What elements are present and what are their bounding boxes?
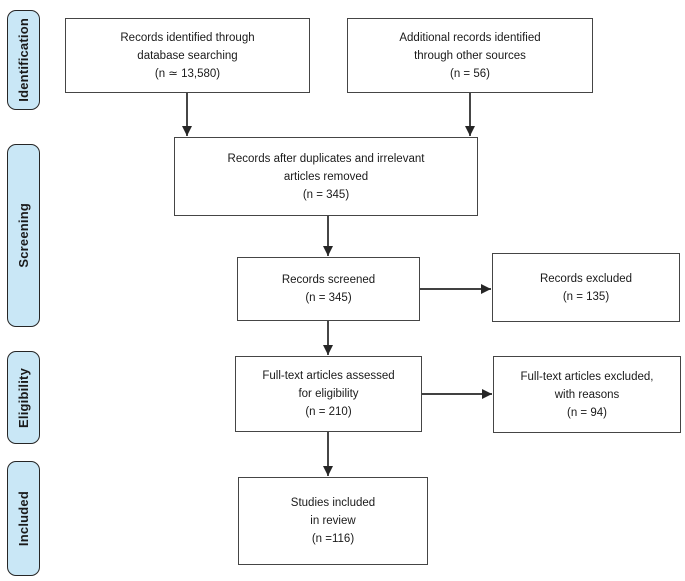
box-text-line: Studies included [290,497,376,509]
box-text-line: Additional records identified [399,31,541,44]
box-text-line: for eligibility [298,388,359,400]
box-count-line: (n ≃ 13,580) [154,67,221,80]
box-count-line: (n = 210) [305,406,352,418]
stage-label-eligibility: Eligibility [16,367,31,428]
stage-eligibility: Eligibility [7,351,40,444]
box-text-line: Records excluded [539,272,633,285]
box-records-excluded: Records excluded (n = 135) [492,253,680,322]
box-additional-records: Additional records identified through ot… [347,18,593,93]
box-text-line: with reasons [554,388,620,401]
stage-identification: Identification [7,10,40,110]
box-records-screened: Records screened (n = 345) [237,257,420,321]
box-text-line: Records screened [281,274,376,286]
box-fulltext-excluded: Full-text articles excluded, with reason… [493,356,681,433]
box-text-line: database searching [137,49,238,62]
box-count-line: (n = 345) [302,188,350,201]
box-text-line: Full-text articles excluded, [520,370,654,383]
box-count-line: (n = 56) [450,67,490,80]
box-count-line: (n = 94) [567,406,607,419]
box-text-line: Full-text articles assessed [262,370,395,382]
box-records-after-duplicates: Records after duplicates and irrelevant … [174,137,478,216]
stage-included: Included [7,461,40,576]
box-fulltext-assessed: Full-text articles assessed for eligibil… [235,356,422,432]
stage-label-identification: Identification [16,18,31,102]
stage-label-screening: Screening [16,203,31,268]
box-records-identified: Records identified through database sear… [65,18,310,93]
stage-screening: Screening [7,144,40,327]
box-studies-included: Studies included in review (n =116) [238,477,428,565]
stage-label-included: Included [16,490,31,547]
box-count-line: (n = 135) [562,290,610,303]
box-count-line: (n = 345) [305,292,352,304]
box-text-line: Records identified through [120,31,255,44]
box-text-line: articles removed [283,170,369,183]
box-text-line: through other sources [414,49,526,62]
box-text-line: Records after duplicates and irrelevant [227,152,425,165]
box-count-line: (n =116) [311,533,355,545]
box-text-line: in review [310,515,356,527]
